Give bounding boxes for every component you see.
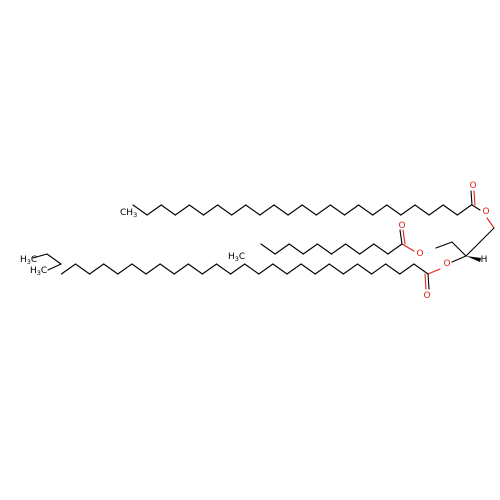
ester-oxygen-middle: O — [416, 249, 423, 259]
acyl-chain-bottom-bond — [131, 263, 147, 275]
carbonyl-bond-bottom — [427, 273, 430, 290]
acyl-chain-top-bond — [343, 204, 360, 216]
acyl-chain-bottom-bond — [413, 263, 429, 275]
acyl-chain-bottom-bond — [145, 263, 161, 275]
acyl-chain-middle-bond — [302, 243, 318, 255]
acyl-chain-bottom-bond — [286, 263, 302, 275]
acyl-chain-top-bond — [188, 204, 205, 216]
stereo-hydrogen-label: H — [481, 255, 488, 265]
ester-o-bond-top — [486, 217, 495, 229]
carbonyl-bond-middle — [399, 229, 403, 245]
acyl-chain-bottom-bond — [74, 263, 91, 275]
acyl-chain-top-bond — [442, 204, 458, 216]
carbonyl-double-bond-bottom — [424, 273, 427, 290]
acyl-chain-bottom-bond — [117, 263, 133, 275]
branch-bond — [46, 253, 62, 265]
acyl-chain-top-bond — [301, 204, 317, 216]
carbonyl-bond-top — [470, 190, 473, 206]
carbonyl-oxygen-bottom: O — [423, 291, 430, 301]
ester-oxygen-top: O — [482, 207, 489, 217]
acyl-chain-bottom-bond — [371, 263, 387, 275]
acyl-chain-top-bond — [287, 204, 303, 216]
acyl-chain-top-bond — [132, 204, 148, 216]
acyl-chain-middle-bond — [345, 243, 361, 255]
acyl-chain-bottom-bond — [314, 263, 330, 275]
acyl-chain-top-bond — [160, 204, 176, 216]
acyl-chain-top-bond — [358, 204, 374, 216]
acyl-chain-top-bond — [231, 204, 247, 216]
backbone-bond — [451, 255, 467, 263]
acyl-chain-bottom-bond — [272, 263, 288, 275]
carbonyl-oxygen-top: O — [469, 181, 476, 191]
acyl-chain-bottom-bond — [89, 263, 105, 275]
branch-methyl-label: H3C — [30, 266, 47, 277]
ester-oxygen-bottom: O — [443, 259, 450, 269]
acyl-chain-bottom-bond — [103, 263, 119, 275]
carbonyl-oxygen-middle: O — [398, 221, 405, 231]
acyl-chain-top-bond — [273, 204, 289, 216]
acyl-chain-bottom-bond — [258, 263, 274, 275]
ester-bond-top — [471, 204, 481, 211]
backbone-bond — [435, 241, 453, 249]
acyl-chain-middle-bond — [288, 243, 304, 255]
bond-layer — [32, 190, 495, 290]
acyl-chain-bottom-bond — [187, 263, 203, 275]
acyl-chain-top-bond — [174, 204, 190, 216]
carbonyl-double-bond-middle — [402, 229, 406, 245]
acyl-chain-bottom-bond — [356, 263, 373, 275]
acyl-chain-middle-bond — [387, 243, 403, 255]
acyl-chain-middle-bond — [373, 243, 389, 255]
acyl-chain-top-bond — [315, 204, 331, 216]
ethyl-methyl-label: H3C — [20, 255, 37, 266]
backbone-bond — [479, 227, 495, 243]
ester-o-bond-middle — [401, 243, 415, 252]
acyl-chain-bottom-bond — [230, 263, 246, 275]
acyl-chain-top-bond — [386, 204, 402, 216]
acyl-chain-bottom-bond — [173, 263, 189, 275]
acyl-chain-middle-bond — [330, 243, 347, 255]
acyl-chain-bottom-bond — [342, 263, 359, 275]
acyl-chain-top-bond — [329, 204, 346, 216]
acyl-chain-bottom-bond — [328, 263, 344, 275]
acyl-chain-bottom-bond — [60, 263, 77, 275]
acyl-chain-top-bond — [202, 204, 219, 216]
acyl-chain-bottom-bond — [399, 263, 415, 275]
acyl-chain-top-bond — [146, 204, 162, 216]
acyl-chain-bottom-bond — [201, 263, 218, 275]
acyl-chain-top-bond — [217, 204, 233, 216]
acyl-chain-top-bond — [414, 204, 430, 216]
acyl-chain-top-bond — [372, 204, 388, 216]
acyl-chain-bottom-bond — [215, 263, 232, 275]
acyl-chain-middle-bond — [359, 243, 375, 255]
stereo-wedge-bond — [466, 256, 481, 262]
acyl-chain-top-bond — [400, 204, 416, 216]
acyl-chain-bottom-bond — [244, 263, 260, 275]
backbone-bond — [465, 241, 481, 257]
acyl-chain-middle-bond — [274, 243, 290, 255]
acyl-chain-bottom-bond — [300, 263, 316, 275]
acyl-chain-top-bond — [428, 204, 444, 216]
acyl-chain-middle-bond — [260, 243, 276, 255]
branch-methyl-bond — [47, 263, 62, 271]
methyl-label-middle: H3C — [228, 252, 245, 263]
acyl-chain-top-bond — [259, 204, 275, 216]
methyl-label-top: CH3 — [120, 208, 137, 219]
acyl-chain-top-bond — [245, 204, 261, 216]
backbone-bond — [451, 241, 467, 257]
acyl-chain-bottom-bond — [159, 263, 175, 275]
acyl-chain-top-bond — [456, 204, 472, 216]
acyl-chain-bottom-bond — [385, 263, 401, 275]
ester-o-bond-bottom — [427, 268, 441, 275]
branch-bond — [32, 253, 48, 259]
acyl-chain-middle-bond — [316, 243, 333, 255]
carbonyl-double-bond-top — [473, 190, 476, 206]
